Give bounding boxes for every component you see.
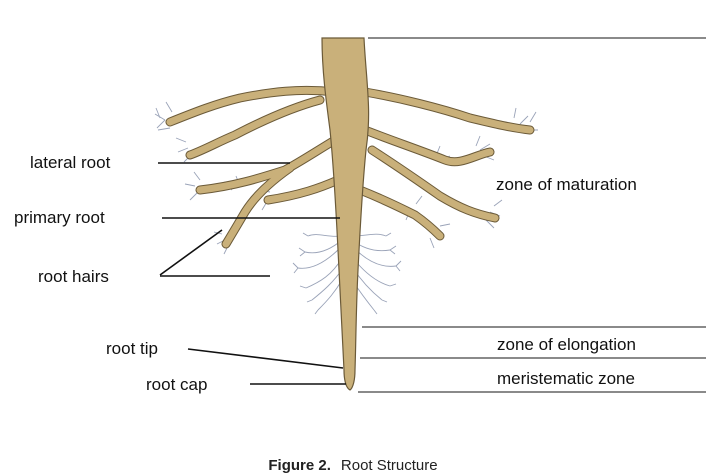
label-lateral-root: lateral root [30,153,111,172]
figure-caption: Figure 2. Root Structure [268,457,437,474]
caption-figure-number: Figure 2. [268,457,331,474]
label-zone-elongation: zone of elongation [497,335,636,354]
label-zone-maturation: zone of maturation [496,175,637,194]
caption-title: Root Structure [341,457,438,474]
label-root-cap: root cap [146,375,207,394]
label-meristematic-zone: meristematic zone [497,369,635,388]
label-primary-root: primary root [14,208,105,227]
primary-root-shape [322,38,369,390]
label-root-hairs: root hairs [38,267,109,286]
label-root-tip: root tip [106,339,158,358]
